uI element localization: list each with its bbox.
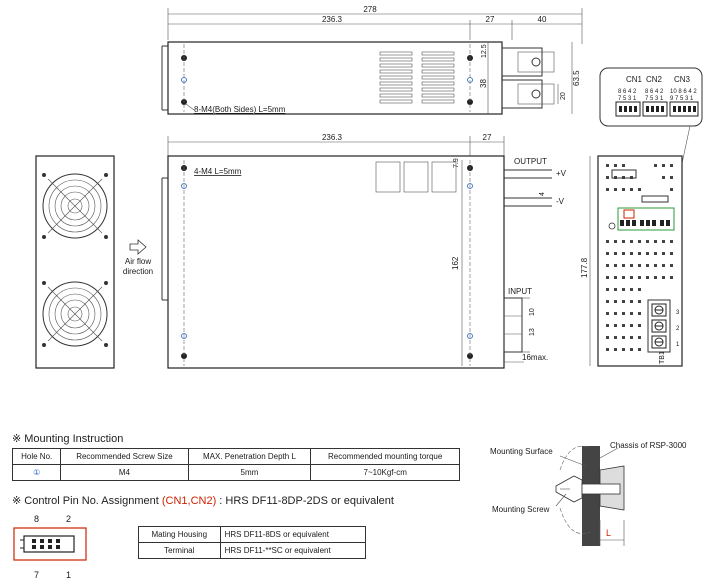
mounting-header-screw: Recommended Screw Size <box>60 448 189 465</box>
label-chassis: Chassis of RSP-3000 <box>610 441 687 450</box>
dim-top-body: 236.3 <box>322 15 343 24</box>
dim-front-10: 10 <box>529 308 536 316</box>
dim-top-125: 12.5 <box>481 44 488 58</box>
label-minus-v: -V <box>556 197 565 206</box>
control-pin-title-red: (CN1,CN2) <box>161 495 217 507</box>
top-vents <box>379 51 455 104</box>
top-view: 278 236.3 27 40 <box>161 5 583 115</box>
label-input: INPUT <box>508 287 532 296</box>
mounting-cell-hole: ① <box>11 464 62 481</box>
cn2-bot-pins: 7 5 3 1 <box>645 96 664 102</box>
table-row: Hole No. Recommended Screw Size MAX. Pen… <box>11 448 460 465</box>
mounting-header-hole: Hole No. <box>11 448 62 465</box>
fan-icon <box>42 173 108 239</box>
mounting-header-depth: MAX. Penetration Depth L <box>187 448 312 465</box>
connector-callout: CN1 CN2 CN3 8 6 4 2 7 5 3 1 8 6 4 2 7 5 … <box>599 67 703 211</box>
label-output: OUTPUT <box>514 157 547 166</box>
terminal-screw-icon <box>651 335 667 349</box>
cn3-top-pins: 10 8 6 4 2 <box>670 89 697 95</box>
cp-row0-value: HRS DF11-8DS or equivalent <box>219 526 367 543</box>
mounting-cell-depth: 5mm <box>187 464 312 481</box>
dim-front-13: 13 <box>529 328 536 336</box>
label-cn2: CN2 <box>646 75 663 84</box>
cn3-bot-pins: 9 7 5 3 1 <box>670 96 694 102</box>
dim-top-20: 20 <box>560 92 567 100</box>
dim-front-4: 4 <box>539 192 546 196</box>
terminal-screw-icon <box>651 303 667 317</box>
dim-top-63-5: 63.5 <box>572 70 581 86</box>
dim-top-40: 40 <box>538 15 547 24</box>
control-pin-table: Mating Housing HRS DF11-8DS or equivalen… <box>138 526 367 559</box>
cp-row0-label: Mating Housing <box>138 526 221 543</box>
dim-front-162: 162 <box>451 256 460 270</box>
label-mounting-screw: Mounting Screw <box>492 505 550 514</box>
tb-pin-2: 2 <box>676 326 680 332</box>
tb-pin-3: 3 <box>676 310 680 316</box>
mounting-cell-screw: M4 <box>60 464 189 481</box>
airflow-label-1: Air flow <box>125 257 151 266</box>
label-mounting-surface: Mounting Surface <box>490 447 553 456</box>
mounting-cell-torque: 7~10Kgf-cm <box>310 464 460 481</box>
dim-side-177-8: 177.8 <box>580 257 589 278</box>
cn2-top-pins: 8 6 4 2 <box>645 89 664 95</box>
mounting-instruction-title: ※ Mounting Instruction <box>12 433 124 445</box>
control-pin-title: ※ Control Pin No. Assignment (CN1,CN2) :… <box>12 494 394 507</box>
pin-label-8: 8 <box>34 514 39 524</box>
tb-pin-1: 1 <box>676 342 680 348</box>
fan-icon <box>42 281 108 347</box>
cp-row1-value: HRS DF11-**SC or equivalent <box>219 542 367 559</box>
front-vents <box>375 161 457 193</box>
airflow-label-2: direction <box>123 267 153 276</box>
mounting-header-torque: Recommended mounting torque <box>310 448 460 465</box>
label-plus-v: +V <box>556 169 567 178</box>
screw-note-top: 8-M4(Both Sides) L=5mm <box>194 105 286 114</box>
cp-row1-label: Terminal <box>138 542 221 559</box>
label-cn3: CN3 <box>674 75 691 84</box>
pin-label-2: 2 <box>66 514 71 524</box>
dim-top-38: 38 <box>479 79 488 88</box>
dim-front-27: 27 <box>483 133 492 142</box>
table-row: Terminal HRS DF11-**SC or equivalent <box>138 542 367 559</box>
terminal-screw-icon <box>651 319 667 333</box>
fan-end-view <box>35 155 115 369</box>
mounting-detail: L Mounting Surface Chassis of RSP-3000 M… <box>490 441 687 546</box>
label-l-mark: L <box>606 528 611 538</box>
side-view: 177.8 <box>580 155 683 367</box>
front-view: 236.3 27 4-M4 L=5mm 7.9 162 OUTPU <box>161 133 567 369</box>
cn1-bot-pins: 7 5 3 1 <box>618 96 637 102</box>
control-pin-title-a: ※ Control Pin No. Assignment <box>12 495 162 507</box>
dim-top-overall: 278 <box>363 5 377 14</box>
table-row: Mating Housing HRS DF11-8DS or equivalen… <box>138 526 367 543</box>
screw-note-front: 4-M4 L=5mm <box>194 167 242 176</box>
cn1-top-pins: 8 6 4 2 <box>618 89 637 95</box>
label-tb1: TB1 <box>659 351 666 364</box>
pin-label-7: 7 <box>34 570 39 580</box>
pin-label-1: 1 <box>66 570 71 580</box>
dim-top-27: 27 <box>486 15 495 24</box>
dim-front-236-3: 236.3 <box>322 133 343 142</box>
label-cn1: CN1 <box>626 75 643 84</box>
control-pin-connector: 8 2 7 1 <box>13 514 87 580</box>
dim-front-7-9: 7.9 <box>453 158 460 168</box>
mounting-table: Hole No. Recommended Screw Size MAX. Pen… <box>11 448 460 481</box>
table-row: ① M4 5mm 7~10Kgf-cm <box>11 464 460 481</box>
control-pin-title-b: : HRS DF11-8DP-2DS or equivalent <box>216 495 394 507</box>
airflow-arrow-icon <box>129 239 147 255</box>
dim-front-16max: 16max. <box>522 353 548 362</box>
